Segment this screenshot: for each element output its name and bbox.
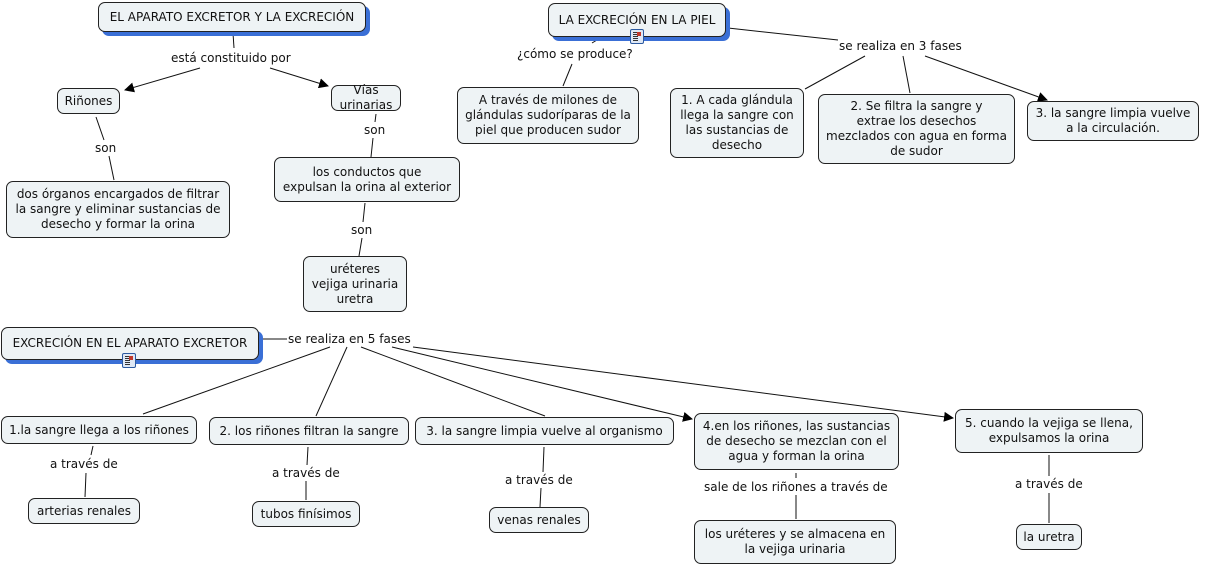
- concept-ureteres-vejiga[interactable]: los uréteres y se almacena en la vejiga …: [694, 520, 896, 564]
- link-label-5-fases: se realiza en 5 fases: [287, 332, 412, 346]
- link-line: [358, 237, 363, 257]
- link-label-constituido: está constituido por: [170, 51, 292, 65]
- concept-fase-2[interactable]: 2. los riñones filtran la sangre: [209, 417, 409, 445]
- link-line: [591, 36, 603, 44]
- link-line: [362, 202, 366, 223]
- concept-fase-4[interactable]: 4.en los riñones, las sustancias de dese…: [694, 413, 899, 470]
- link-line: [360, 346, 546, 417]
- link-line: [84, 472, 87, 498]
- link-line: [374, 113, 377, 123]
- concept-root-aparato-excretor[interactable]: EL APARATO EXCRETOR Y LA EXCRECIÓN: [98, 2, 366, 32]
- link-label-son: son: [94, 141, 118, 155]
- link-line: [391, 346, 693, 422]
- link-line: [902, 55, 911, 94]
- document-resource-icon[interactable]: [630, 29, 644, 44]
- concept-vias-urinarias[interactable]: Vías urinarias: [331, 83, 401, 112]
- link-label-a-traves-de: a través de: [1014, 477, 1084, 491]
- link-line: [232, 32, 235, 49]
- concept-tubos-finisimos[interactable]: tubos finísimos: [252, 501, 360, 527]
- link-label-3-fases: se realiza en 3 fases: [838, 39, 963, 53]
- link-label-a-traves-de: a través de: [271, 466, 341, 480]
- link-line: [90, 445, 94, 456]
- link-line: [124, 67, 201, 93]
- link-line: [306, 446, 309, 466]
- concept-uretra[interactable]: la uretra: [1016, 524, 1082, 550]
- link-line: [804, 55, 866, 90]
- concept-vias-definicion[interactable]: los conductos que expulsan la orina al e…: [274, 157, 460, 202]
- link-line: [95, 116, 105, 141]
- link-line: [269, 67, 329, 89]
- concept-piel-fase-2[interactable]: 2. Se filtra la sangre y extrae los dese…: [818, 94, 1015, 164]
- link-label-sale-de-los-rinones: sale de los riñones a través de: [703, 480, 889, 494]
- concept-fase-1[interactable]: 1.la sangre llega a los riñones: [1, 416, 197, 444]
- link-line: [539, 487, 542, 508]
- link-label-son: son: [363, 123, 387, 137]
- concept-rinones[interactable]: Riñones: [57, 88, 120, 114]
- link-label-a-traves-de: a través de: [504, 473, 574, 487]
- link-line: [370, 137, 374, 158]
- concept-piel-fase-3[interactable]: 3. la sangre limpia vuelve a la circulac…: [1027, 101, 1199, 141]
- concept-venas-renales[interactable]: venas renales: [489, 507, 589, 533]
- link-line: [924, 55, 1048, 102]
- link-line: [542, 446, 545, 473]
- document-resource-icon[interactable]: [122, 353, 136, 368]
- link-line: [108, 155, 115, 181]
- concept-fase-3[interactable]: 3. la sangre limpia vuelve al organismo: [415, 417, 674, 445]
- concept-fase-5[interactable]: 5. cuando la vejiga se llena, expulsamos…: [955, 409, 1143, 453]
- link-line: [412, 346, 954, 422]
- link-label-son: son: [350, 223, 374, 237]
- concept-arterias-renales[interactable]: arterias renales: [28, 498, 140, 524]
- concept-piel-fase-1[interactable]: 1. A cada glándula llega la sangre con l…: [670, 88, 804, 158]
- link-line: [142, 346, 331, 415]
- concept-glandulas-sudoriparas[interactable]: A través de milones de glándulas sudoríp…: [457, 87, 639, 144]
- link-line: [727, 27, 839, 41]
- link-label-a-traves-de: a través de: [49, 457, 119, 471]
- link-line: [315, 346, 348, 417]
- concept-vias-partes[interactable]: uréteres vejiga urinaria uretra: [303, 256, 407, 312]
- concept-rinones-definicion[interactable]: dos órganos encargados de filtrar la san…: [6, 181, 230, 238]
- link-line: [562, 63, 573, 87]
- link-label-como-se-produce: ¿cómo se produce?: [516, 47, 634, 61]
